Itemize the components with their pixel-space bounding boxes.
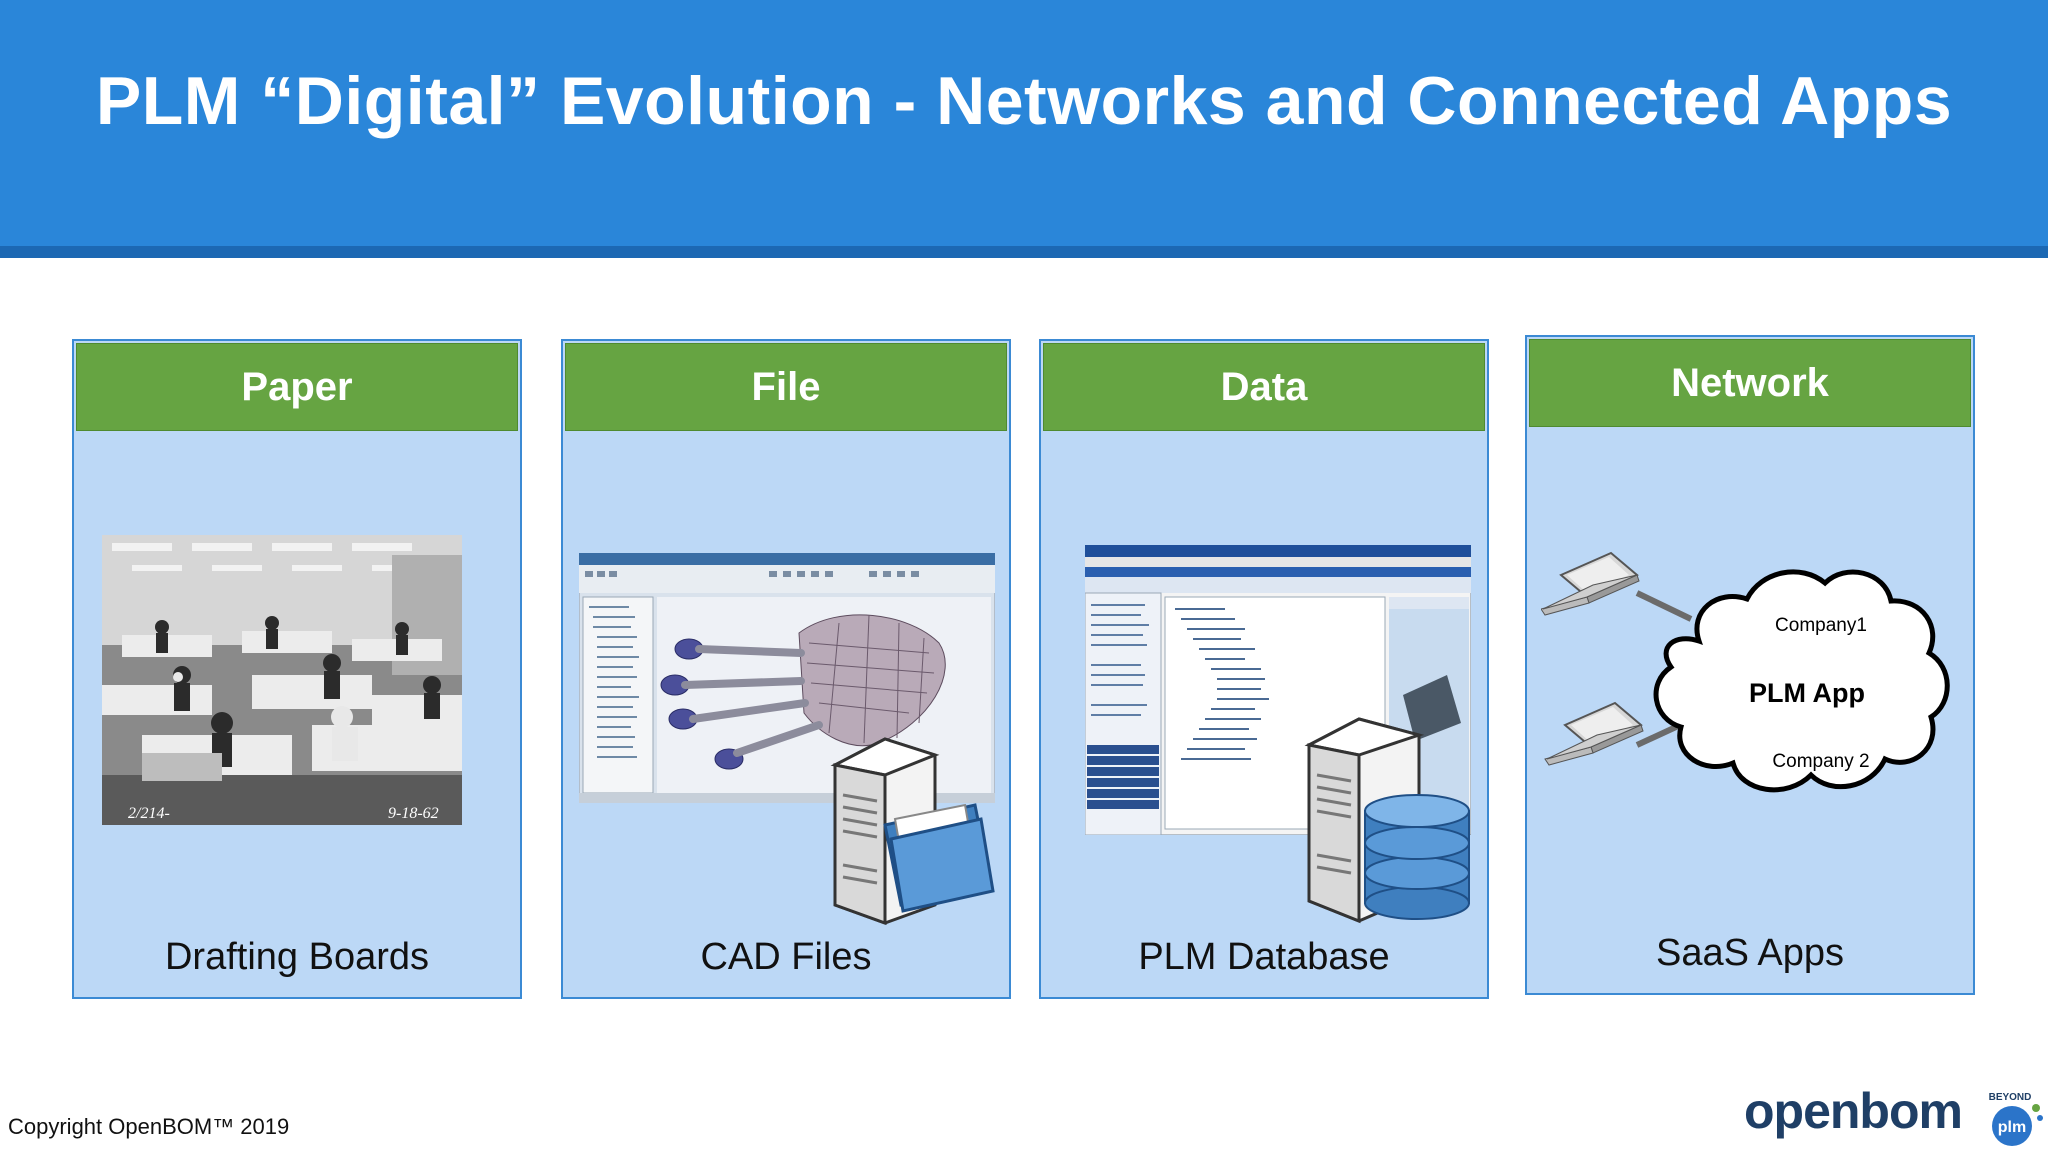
svg-text:9-18-62: 9-18-62 [388,805,439,822]
column-caption-paper: Drafting Boards [164,936,429,978]
column-heading-data: Data [1043,343,1485,431]
link-top [1635,590,1693,622]
laptop-icon-bottom [1544,701,1644,766]
column-heading-file: File [565,343,1007,431]
laptop-icon-top [1541,551,1640,616]
svg-text:plm: plm [1998,1119,2026,1136]
column-heading-network: Network [1529,339,1971,427]
copyright-text: Copyright OpenBOM™ 2019 [8,1114,290,1139]
svg-text:2/214-: 2/214- [128,805,170,822]
company1-label: Company1 [1775,615,1867,636]
file-server-icon [830,737,995,925]
beyond-plm-badge: plm BEYOND [1989,1092,2043,1146]
title-bar-stripe [0,246,2048,258]
svg-text:BEYOND: BEYOND [1989,1092,2032,1103]
cad-software-screenshot [579,553,995,803]
column-data: Data [1039,339,1489,999]
network-diagram: Company1 PLM App Company 2 [1541,551,1950,793]
column-file: File [561,339,1011,999]
column-caption-file: CAD Files [700,936,872,978]
title-bar [0,0,2048,246]
slide-title: PLM “Digital” Evolution - Networks and C… [95,63,1953,139]
plm-software-screenshot [1085,545,1471,835]
drafting-room-photo: 2/214- 9-18-62 [102,535,462,825]
openbom-logo: openbom [1744,1083,1963,1139]
database-server-icon [1304,717,1470,924]
column-caption-network: SaaS Apps [1655,932,1845,974]
company2-label: Company 2 [1772,751,1869,772]
column-caption-data: PLM Database [1138,936,1390,978]
column-paper: Paper [72,339,522,999]
column-heading-paper: Paper [76,343,518,431]
cloud-shape [1653,569,1950,793]
plm-app-label: PLM App [1749,678,1865,708]
column-network: Network Company1 PLM App Company 2 SaaS … [1525,335,1975,995]
